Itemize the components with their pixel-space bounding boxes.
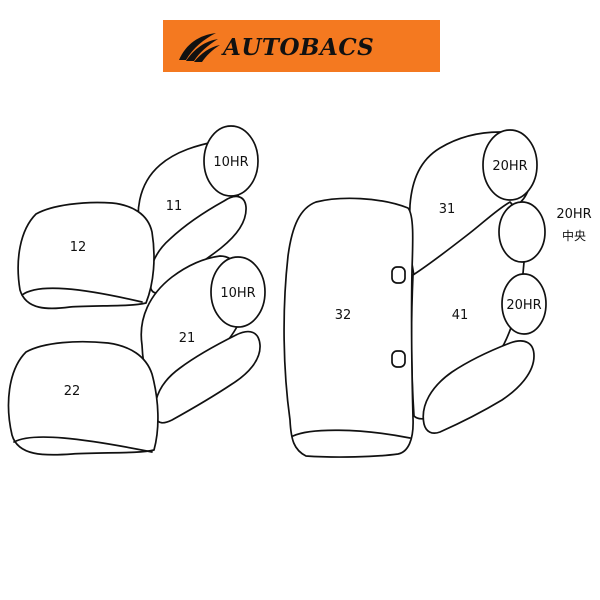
belt-buckle-upper bbox=[391, 266, 406, 284]
seat-back-21-bolster bbox=[154, 330, 261, 424]
label-21: 21 bbox=[179, 331, 196, 346]
front-seat-lower: 10HR 21 22 bbox=[7, 255, 266, 456]
label-20hr-top: 20HR bbox=[492, 159, 527, 174]
seat-back-41-bolster bbox=[422, 340, 535, 434]
belt-buckle-lower bbox=[391, 350, 406, 368]
label-32: 32 bbox=[335, 308, 352, 323]
seat-cushion-32 bbox=[283, 197, 414, 458]
headrest-10hr-upper bbox=[203, 125, 259, 197]
headrest-10hr-lower bbox=[210, 256, 266, 328]
label-12: 12 bbox=[70, 240, 87, 255]
label-41: 41 bbox=[452, 308, 469, 323]
rear-bench-seat: 20HR 20HR 20HR 中央 31 41 32 bbox=[283, 129, 592, 458]
seat-cushion-12 bbox=[17, 201, 155, 310]
label-20hr-lower: 20HR bbox=[506, 298, 541, 313]
headrest-20hr-center bbox=[498, 201, 546, 263]
label-10hr-lower: 10HR bbox=[220, 286, 255, 301]
autobacs-logo: AUTOBACS bbox=[163, 20, 440, 72]
label-31: 31 bbox=[439, 202, 456, 217]
headrest-20hr-lower bbox=[501, 273, 547, 335]
brand-name: AUTOBACS bbox=[221, 34, 374, 61]
wing-icon bbox=[179, 33, 220, 62]
headrest-20hr-top bbox=[482, 129, 538, 201]
label-22: 22 bbox=[64, 384, 81, 399]
logo-background bbox=[163, 20, 440, 72]
seat-cushion-22-front bbox=[13, 436, 153, 453]
label-20hr-center: 20HR bbox=[556, 207, 591, 222]
front-seat-upper: 10HR 11 12 bbox=[17, 125, 259, 310]
seat-cushion-22 bbox=[7, 340, 159, 456]
seat-cushion-32-front bbox=[292, 429, 411, 439]
label-10hr-upper: 10HR bbox=[213, 155, 248, 170]
seat-cushion-12-front bbox=[21, 287, 143, 303]
label-center-sub: 中央 bbox=[562, 228, 586, 243]
label-11: 11 bbox=[166, 199, 183, 214]
